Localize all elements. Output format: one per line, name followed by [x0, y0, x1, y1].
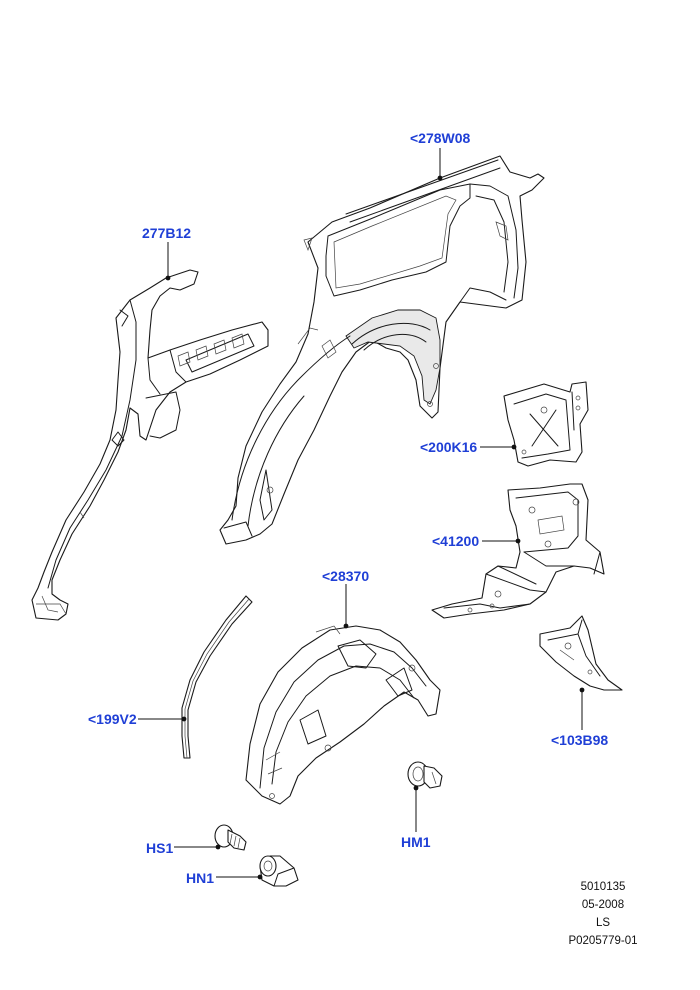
part-28370-arch-liner[interactable]: [245, 625, 441, 805]
label-28370[interactable]: <28370: [322, 568, 370, 584]
leader-lines: [138, 148, 585, 880]
part-HN1-nut[interactable]: [259, 855, 299, 887]
label-HS1[interactable]: HS1: [146, 840, 174, 856]
part-277B12-pillar-inner[interactable]: [31, 269, 269, 621]
label-277B12[interactable]: 277B12: [142, 225, 192, 241]
label-HN1[interactable]: HN1: [186, 870, 215, 886]
info-line-4: P0205779-01: [568, 935, 638, 947]
part-278W08-quarter-panel[interactable]: [219, 155, 545, 545]
info-line-3: LS: [595, 917, 611, 929]
part-103B98-gusset[interactable]: [539, 615, 623, 691]
label-200K16[interactable]: <200K16: [420, 439, 478, 455]
part-199V2-seal-strip[interactable]: [181, 595, 253, 759]
part-HM1-push-clip[interactable]: [407, 761, 443, 789]
label-278W08[interactable]: <278W08: [410, 130, 471, 146]
label-199V2[interactable]: <199V2: [88, 711, 137, 727]
part-HS1-screw[interactable]: [214, 824, 247, 851]
label-103B98[interactable]: <103B98: [551, 732, 609, 748]
label-41200[interactable]: <41200: [432, 533, 480, 549]
diagram-info-block: 5010135 05-2008 LS P0205779-01: [548, 878, 658, 950]
part-200K16-bracket[interactable]: [503, 381, 589, 467]
info-line-2: 05-2008: [581, 899, 625, 911]
label-HM1[interactable]: HM1: [401, 834, 431, 850]
info-line-1: 5010135: [580, 881, 626, 893]
part-41200-floor-member[interactable]: [431, 483, 605, 619]
